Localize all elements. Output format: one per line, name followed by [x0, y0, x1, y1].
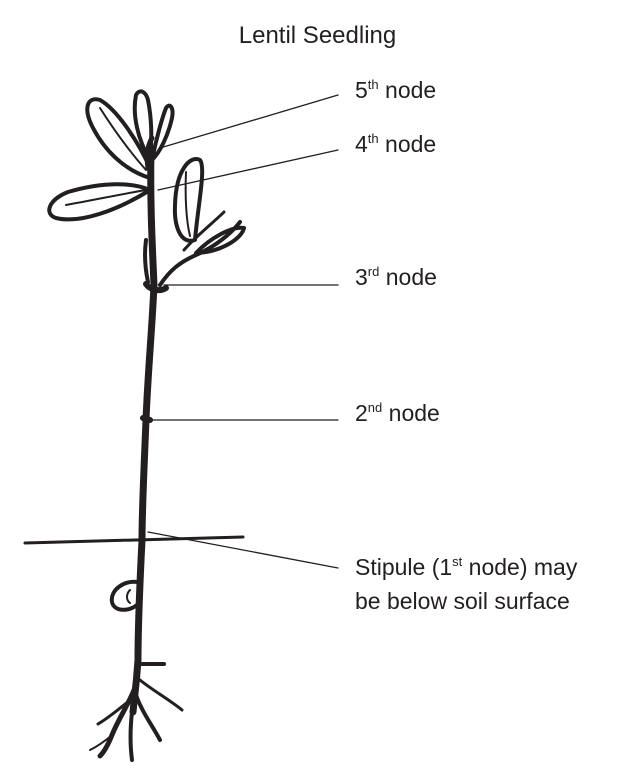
soil-surface-line [23, 535, 245, 545]
main-stem [129, 146, 158, 716]
leader-5th-node [159, 94, 339, 149]
diagram-title: Lentil Seedling [238, 22, 397, 49]
leaflet [172, 157, 205, 243]
leaflet [85, 97, 152, 180]
leader-4th-node [157, 149, 339, 191]
leader-stipule [147, 531, 339, 569]
label-5th-node: 5th node [355, 77, 437, 103]
apical-bud [132, 89, 154, 162]
node-3-bump [143, 281, 169, 294]
label-2nd-node: 2nd node [355, 400, 440, 426]
cotyledon [109, 579, 140, 612]
label-3rd-node: 3rd node [355, 264, 437, 290]
leaflet [47, 182, 152, 222]
roots [89, 678, 184, 762]
label-4th-node: 4th node [355, 131, 437, 157]
node-2-bump [140, 415, 153, 423]
